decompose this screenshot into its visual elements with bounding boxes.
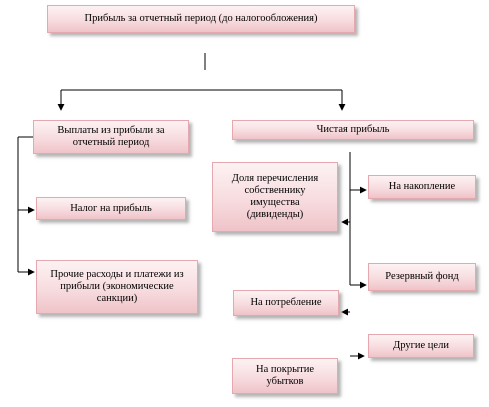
node-accumulation: На накопление <box>368 175 476 199</box>
node-cover-losses: На покрытие убытков <box>232 358 338 394</box>
node-other-goals: Другие цели <box>368 334 474 358</box>
node-owner-share: Доля перечисления собственнику имущества… <box>212 162 338 232</box>
node-net-profit: Чистая прибыль <box>232 120 474 140</box>
node-profit-period: Прибыль за отчетный период (до налогообл… <box>47 5 355 33</box>
node-consumption: На потребление <box>233 290 339 316</box>
node-payments-from-profit: Выплаты из прибыли за отчетный период <box>33 120 189 154</box>
node-reserve-fund: Резервный фонд <box>368 263 476 291</box>
node-profit-tax: Налог на прибыль <box>36 197 186 220</box>
node-other-expenses: Прочие расходы и платежи из прибыли (эко… <box>36 260 198 314</box>
